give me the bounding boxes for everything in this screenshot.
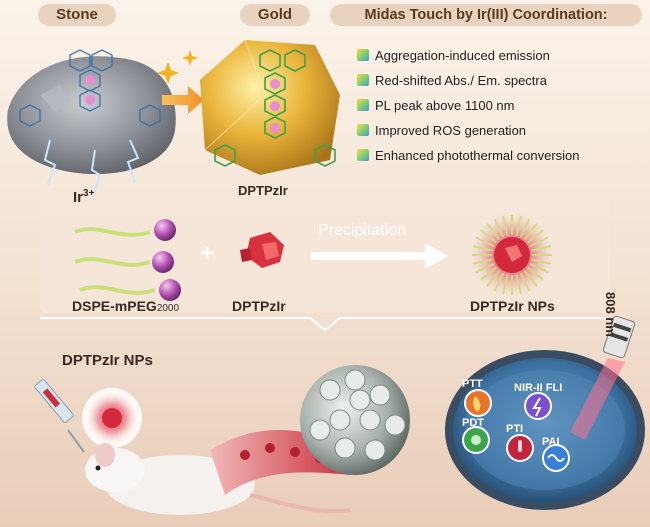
dspe-peg-illustration — [74, 219, 181, 301]
tumor-cell — [359, 409, 381, 431]
product-label: DPTPzIr NPs — [470, 298, 555, 314]
stone-rock — [7, 49, 176, 196]
syringe — [34, 379, 85, 453]
np-spike — [519, 218, 531, 238]
np-spike — [523, 270, 538, 287]
np-small — [82, 388, 142, 448]
np-spike — [480, 229, 497, 244]
polymer-label: DSPE-mPEG2000 — [72, 298, 180, 314]
check-icon — [357, 49, 369, 61]
np-spike — [515, 274, 522, 295]
mode-icons — [462, 389, 570, 472]
np-spike — [529, 236, 549, 248]
plus-sign: + — [200, 240, 215, 267]
feature-item: PL peak above 1100 nm — [357, 98, 515, 114]
tumor — [300, 365, 410, 475]
dptpzir-crystal — [240, 232, 284, 268]
np-spike — [523, 223, 538, 240]
np-spike — [502, 215, 509, 236]
nanoparticle — [468, 211, 556, 299]
np-spike — [475, 236, 495, 248]
transform-arrow — [157, 50, 204, 114]
np-spike — [486, 223, 501, 240]
tumor-cell — [344, 369, 366, 391]
check-icon — [357, 124, 369, 136]
np-spike — [486, 270, 501, 287]
gold-compound-label: DPTPzIr — [238, 183, 288, 198]
tumor-cell — [349, 389, 371, 411]
precipitation-arrow — [310, 243, 448, 269]
tumor-cell — [364, 439, 386, 461]
np-spike — [531, 245, 552, 252]
np-spike — [502, 274, 509, 295]
tumor-cell — [369, 384, 391, 406]
ir-ion-label: Ir3+ — [73, 188, 95, 206]
tumor-cell — [319, 379, 341, 401]
check-icon — [357, 99, 369, 111]
np-spike — [475, 262, 495, 274]
mode-pti: PTI — [506, 423, 524, 435]
np-spike — [515, 215, 522, 236]
mode-ptt: PTT — [462, 378, 483, 390]
tumor-cell — [329, 409, 351, 431]
tumor-cell — [309, 419, 331, 441]
np-spike — [480, 266, 497, 281]
mode-nir-ii-fli: NIR-II FLI — [514, 382, 563, 394]
tumor-cell — [334, 437, 356, 459]
np-spike — [519, 272, 531, 292]
gold-rock — [200, 39, 340, 175]
np-spike — [493, 218, 505, 238]
check-icon — [357, 149, 369, 161]
np-spike — [472, 245, 493, 252]
np-spike — [493, 272, 505, 292]
laser — [570, 315, 636, 440]
figure-title: Midas Touch by Ir(III) Coordination: — [330, 4, 642, 26]
stone-label: Stone — [38, 4, 116, 26]
feature-item: Improved ROS generation — [357, 123, 526, 139]
check-icon — [357, 74, 369, 86]
feature-item: Red-shifted Abs./ Em. spectra — [357, 73, 547, 89]
np-spike — [527, 229, 544, 244]
feature-item: Aggregation-induced emission — [357, 48, 550, 64]
feature-item: Enhanced photothermal conversion — [357, 148, 580, 164]
np-spike — [527, 266, 544, 281]
laser-wavelength: 808 nm — [603, 292, 618, 337]
np-spike — [529, 262, 549, 274]
np-spike — [531, 258, 552, 265]
compound-label: DPTPzIr — [232, 298, 286, 314]
gold-label: Gold — [240, 4, 310, 26]
mode-pdt: PDT — [462, 417, 484, 429]
mode-pai: PAI — [542, 436, 560, 448]
tumor-cell — [384, 414, 406, 436]
np-spike — [472, 258, 493, 265]
precipitation-label: Precipitation — [318, 222, 407, 239]
np-label: DPTPzIr NPs — [62, 352, 153, 369]
